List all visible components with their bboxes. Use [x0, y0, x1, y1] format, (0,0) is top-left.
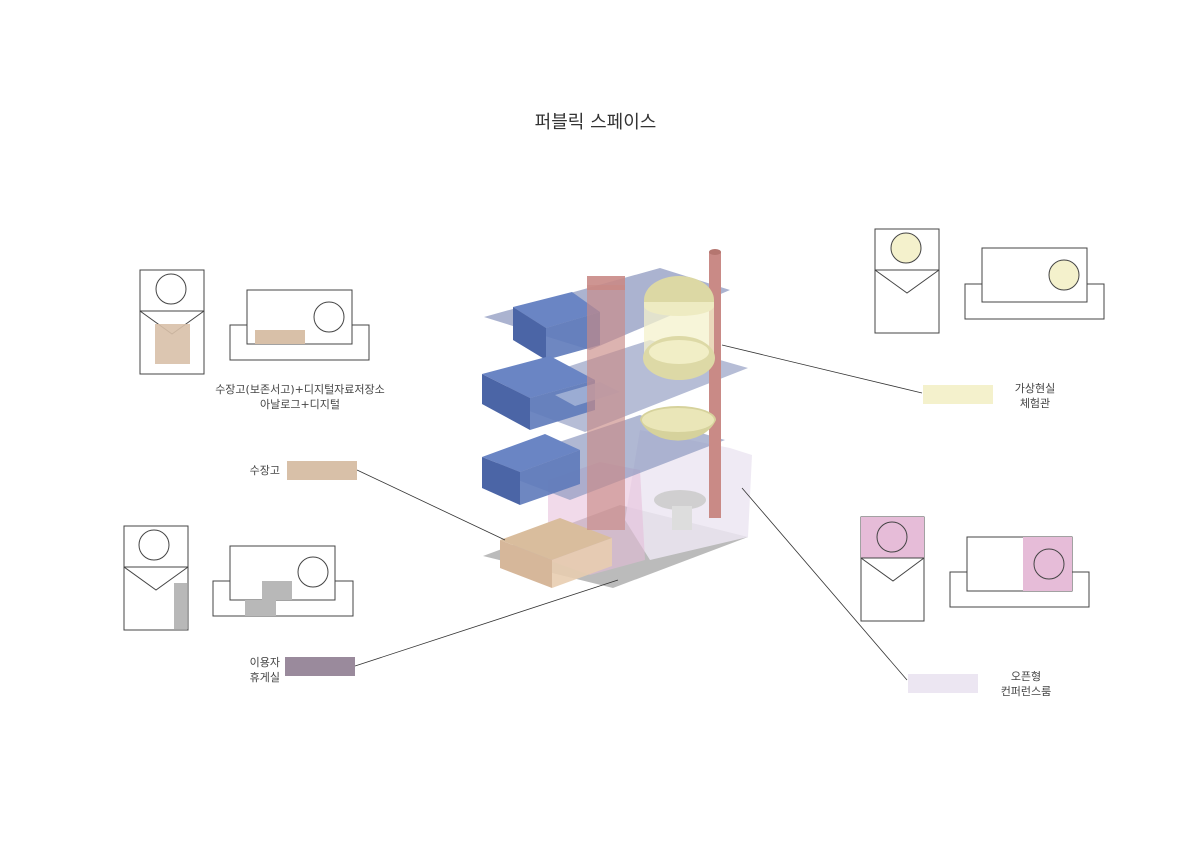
archive-elevation-thumb	[229, 289, 370, 361]
leader-lines	[354, 344, 923, 681]
conference-swatch	[908, 674, 978, 693]
vr-label-line2: 체험관	[1019, 397, 1051, 410]
conference-label-line2: 컨퍼런스룸	[1000, 685, 1052, 698]
vr-section-thumb	[874, 228, 940, 334]
vr-elevation-thumb	[964, 247, 1105, 320]
vr-label: 가상현실 체험관	[1004, 381, 1066, 411]
lounge-section-thumb	[123, 525, 189, 631]
lounge-label-line1: 이용자	[249, 656, 280, 669]
vr-label-line1: 가상현실	[1014, 382, 1056, 395]
lounge-elevation-thumb	[212, 545, 354, 617]
storage-label: 수장고	[249, 464, 280, 477]
lounge-label: 이용자 휴게실	[236, 655, 280, 685]
lounge-swatch	[285, 657, 355, 676]
lounge-label-line2: 휴게실	[249, 671, 280, 684]
axonometric-building	[482, 249, 752, 588]
diagram-title: 퍼블릭 스페이스	[534, 112, 657, 133]
archive-label-line1: 수장고(보존서고)+디지털자료저장소	[215, 383, 385, 396]
archive-section-thumb	[139, 269, 205, 375]
vr-swatch	[923, 385, 993, 404]
conference-section-thumb	[860, 516, 925, 622]
conference-elevation-thumb	[949, 536, 1090, 608]
conference-label-line1: 오픈형	[1010, 670, 1042, 683]
storage-swatch	[287, 461, 357, 480]
conference-label: 오픈형 컨퍼런스룸	[988, 669, 1064, 699]
archive-label-line2: 아날로그+디지털	[259, 398, 341, 411]
archive-label: 수장고(보존서고)+디지털자료저장소 아날로그+디지털	[210, 382, 390, 412]
